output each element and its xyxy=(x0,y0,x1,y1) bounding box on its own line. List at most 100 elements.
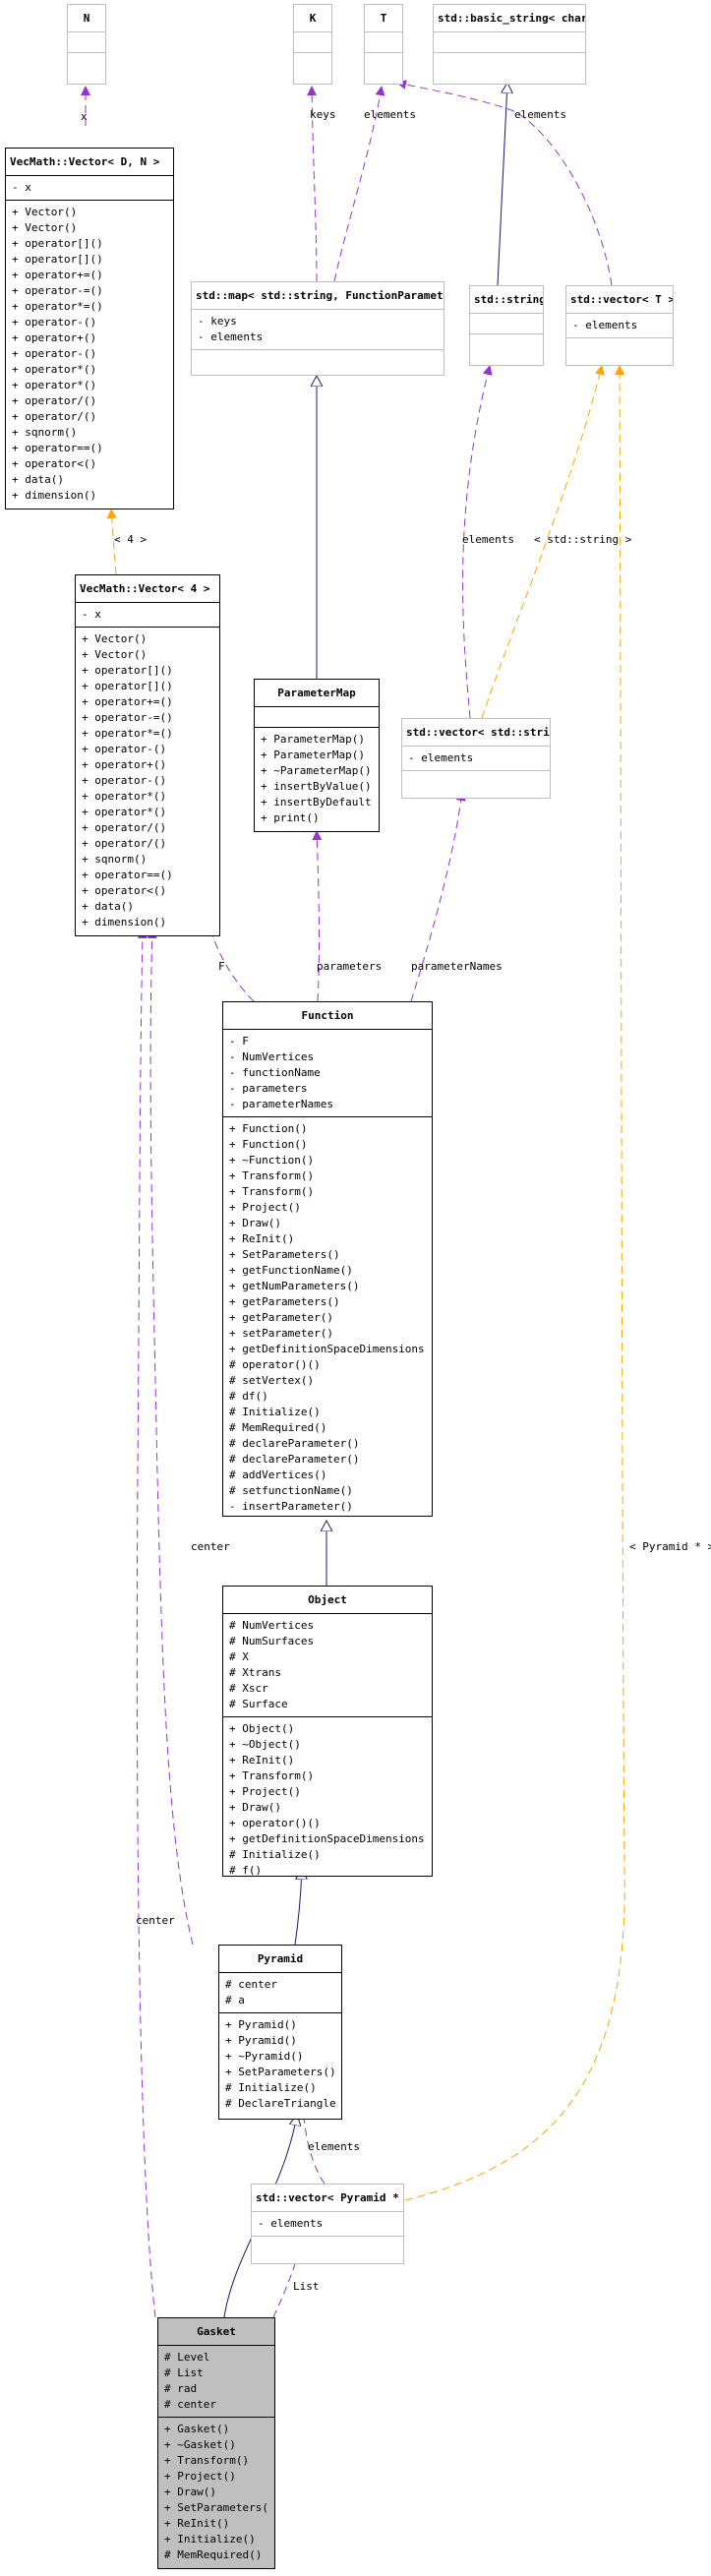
class-member: + Initialize() xyxy=(164,2533,256,2546)
class-title: VecMath::Vector< 4 > xyxy=(80,582,210,595)
class-member: + getFunctionName() xyxy=(229,1264,353,1277)
operations-section: + Pyramid()+ Pyramid()+ ~Pyramid()+ SetP… xyxy=(219,2012,341,2116)
class-member: + SetParameters() xyxy=(164,2501,268,2514)
class-member: + operator*() xyxy=(82,790,167,803)
class-std-vector-t[interactable]: std::vector< T > - elements xyxy=(565,285,674,366)
class-member: # df() xyxy=(229,1390,268,1403)
operations-section xyxy=(252,2236,403,2256)
class-member: # Surface xyxy=(229,1698,288,1710)
class-member: + getParameter() xyxy=(229,1311,333,1324)
attributes-section: # center# a xyxy=(219,1972,341,2012)
edge-label-elements-pyramid: elements xyxy=(308,2140,360,2153)
class-t[interactable]: T xyxy=(364,4,403,85)
class-title: ParameterMap xyxy=(277,687,356,699)
edge-label-x-n: x xyxy=(81,110,88,123)
class-member: # Xtrans xyxy=(229,1666,281,1679)
class-member: # addVertices() xyxy=(229,1468,327,1481)
edge-label-tmpl-pyramid: < Pyramid * > xyxy=(629,1540,711,1553)
class-title: std::string xyxy=(474,293,543,306)
class-member: # setVertex() xyxy=(229,1374,315,1387)
attributes-section xyxy=(68,31,105,52)
class-member: + ~Function() xyxy=(229,1154,315,1167)
class-member: + getDefinitionSpaceDimensions() xyxy=(229,1343,426,1355)
class-function[interactable]: Function - F- NumVertices- functionName-… xyxy=(222,1001,433,1517)
operations-section: + Vector()+ Vector()+ operator[]()+ oper… xyxy=(76,627,219,934)
class-title: VecMath::Vector< D, N > xyxy=(10,155,160,168)
class-member: + operator+=() xyxy=(12,269,103,281)
class-member: + dimension() xyxy=(12,489,97,502)
class-member: + Transform() xyxy=(229,1769,315,1782)
edge-label-center-gasket: center xyxy=(136,1914,175,1927)
class-member: + operator[]() xyxy=(82,680,173,692)
attributes-section xyxy=(255,706,379,727)
class-std-string[interactable]: std::string xyxy=(469,285,544,366)
class-member: # Initialize() xyxy=(229,1848,321,1861)
class-member: + getNumParameters() xyxy=(229,1280,360,1292)
class-vecmath-vector-d-n[interactable]: VecMath::Vector< D, N > - x + Vector()+ … xyxy=(5,148,174,509)
class-member: + Transform() xyxy=(164,2454,250,2467)
class-member: + operator*() xyxy=(12,379,97,391)
operations-section: + Function()+ Function()+ ~Function()+ T… xyxy=(223,1116,432,1519)
class-member: + operator+() xyxy=(12,331,97,344)
class-basic-string[interactable]: std::basic_string< char > xyxy=(433,4,586,85)
class-member: + Draw() xyxy=(229,1801,281,1814)
operations-section xyxy=(470,333,543,354)
class-member: + setParameter() xyxy=(229,1327,333,1340)
class-member: + operator*() xyxy=(82,806,167,818)
class-gasket[interactable]: Gasket # Level# List# rad# center + Gask… xyxy=(157,2317,275,2569)
class-member: - keys xyxy=(198,315,237,328)
edge-tmpl-pyramid xyxy=(404,365,625,2201)
class-member: + Function() xyxy=(229,1138,308,1151)
class-member: + operator-() xyxy=(12,316,97,329)
class-parametermap[interactable]: ParameterMap + ParameterMap()+ Parameter… xyxy=(254,679,380,832)
class-member: + SetParameters() xyxy=(229,1248,340,1261)
edge-label-list: List xyxy=(293,2280,320,2293)
class-title: std::map< std::string, FunctionParameter… xyxy=(196,289,444,302)
class-member: # Xscr xyxy=(229,1682,268,1695)
attributes-section: - x xyxy=(76,602,219,627)
class-member: + operator<() xyxy=(82,884,167,897)
class-pyramid[interactable]: Pyramid # center# a + Pyramid()+ Pyramid… xyxy=(218,1945,342,2120)
class-member: - parameters xyxy=(229,1082,308,1095)
class-object[interactable]: Object # NumVertices# NumSurfaces# X# Xt… xyxy=(222,1586,433,1877)
class-n[interactable]: N xyxy=(67,4,106,85)
attributes-section xyxy=(434,31,585,52)
class-member: + dimension() xyxy=(82,916,167,929)
class-std-map[interactable]: std::map< std::string, FunctionParameter… xyxy=(191,281,444,376)
class-member: + operator+=() xyxy=(82,695,173,708)
class-member: + getParameters() xyxy=(229,1295,340,1308)
class-member: + insertByValue() xyxy=(261,780,372,793)
class-member: + operator*=() xyxy=(12,300,103,313)
class-member: - functionName xyxy=(229,1066,321,1079)
class-k[interactable]: K xyxy=(293,4,332,85)
edge-label-f: F xyxy=(218,960,225,973)
class-std-vector-pyramid[interactable]: std::vector< Pyramid * > - elements xyxy=(251,2184,404,2264)
attributes-section xyxy=(365,31,402,52)
class-vecmath-vector-4[interactable]: VecMath::Vector< 4 > - x + Vector()+ Vec… xyxy=(75,574,220,936)
class-member: + Vector() xyxy=(12,206,78,218)
class-member: # Initialize() xyxy=(229,1406,321,1418)
class-member: + Project() xyxy=(229,1201,301,1214)
edge-center-function xyxy=(147,929,194,1946)
class-member: + operator*() xyxy=(12,363,97,376)
attributes-section: # Level# List# rad# center xyxy=(158,2345,274,2417)
class-member: - insertParameter() xyxy=(229,1500,353,1513)
operations-section: + Gasket()+ ~Gasket()+ Transform()+ Proj… xyxy=(158,2417,274,2567)
class-member: + operator+() xyxy=(82,758,167,771)
class-title: N xyxy=(83,12,90,25)
class-member: + ~Pyramid() xyxy=(225,2050,304,2063)
class-title: Function xyxy=(301,1009,354,1022)
class-member: # List xyxy=(164,2366,204,2379)
class-member: # NumSurfaces xyxy=(229,1635,315,1647)
edge-label-elements-t: elements xyxy=(364,108,416,121)
class-member: + operator[]() xyxy=(12,237,103,250)
class-member: + operator/() xyxy=(82,821,167,834)
class-std-vector-string[interactable]: std::vector< std::string > - elements xyxy=(401,718,551,799)
class-member: - F xyxy=(229,1035,249,1048)
class-title: Pyramid xyxy=(257,1952,304,1965)
edge-elements-basic xyxy=(396,80,613,286)
class-member: + ~Object() xyxy=(229,1738,301,1751)
operations-section xyxy=(434,52,585,73)
attributes-section: - F- NumVertices- functionName- paramete… xyxy=(223,1029,432,1116)
operations-section xyxy=(566,337,673,358)
